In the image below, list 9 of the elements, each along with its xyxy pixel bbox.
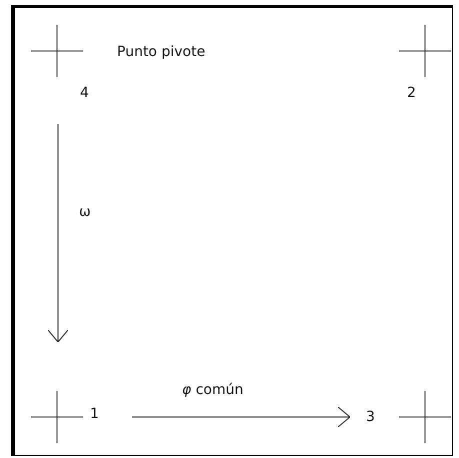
edge-label: φ común [182,383,244,397]
edge-label: ω [79,205,91,219]
point-number: 2 [407,86,416,100]
point-number: 4 [80,86,89,100]
annotation-text: Punto pivote [117,45,206,59]
arrow [48,124,68,342]
arrow [132,406,350,428]
point-number: 1 [90,407,99,421]
point-number: 3 [366,410,375,424]
